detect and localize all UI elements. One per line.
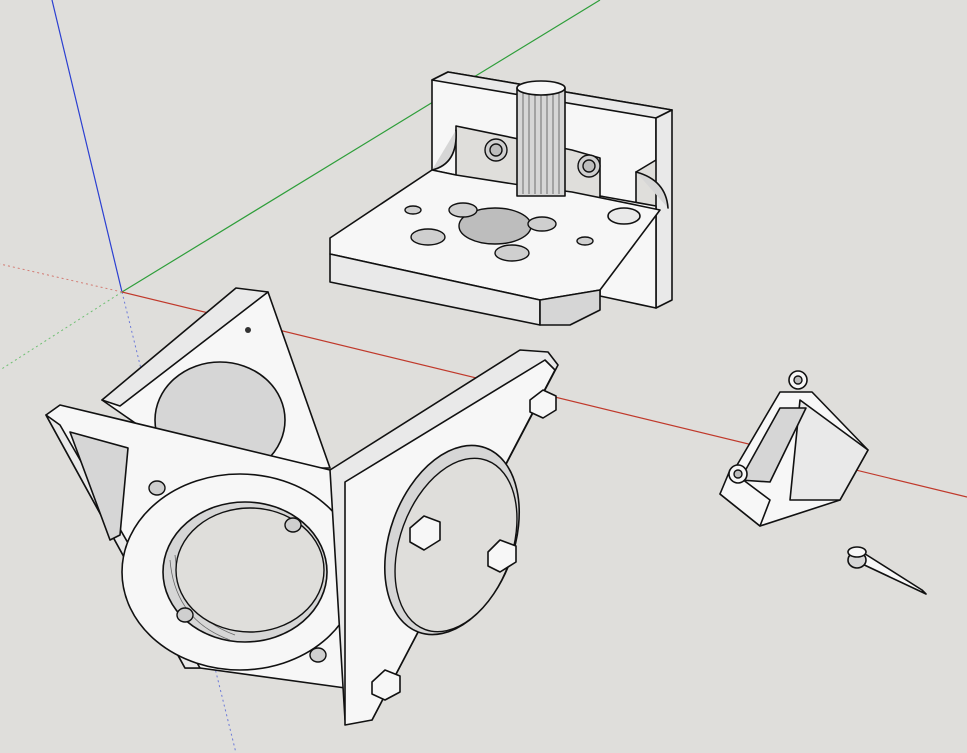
- green-axis-dotted: [0, 291, 123, 371]
- motor-bracket[interactable]: [45, 287, 559, 726]
- hex-nut-icon: [371, 389, 557, 701]
- clip-part[interactable]: [719, 370, 869, 527]
- green-axis: [121, 0, 601, 293]
- motor-mount-block[interactable]: [329, 71, 673, 326]
- red-axis-dotted: [0, 263, 123, 293]
- pointer-needle[interactable]: [847, 546, 927, 595]
- blue-axis-dotted: [121, 291, 237, 753]
- blue-axis: [51, 0, 123, 293]
